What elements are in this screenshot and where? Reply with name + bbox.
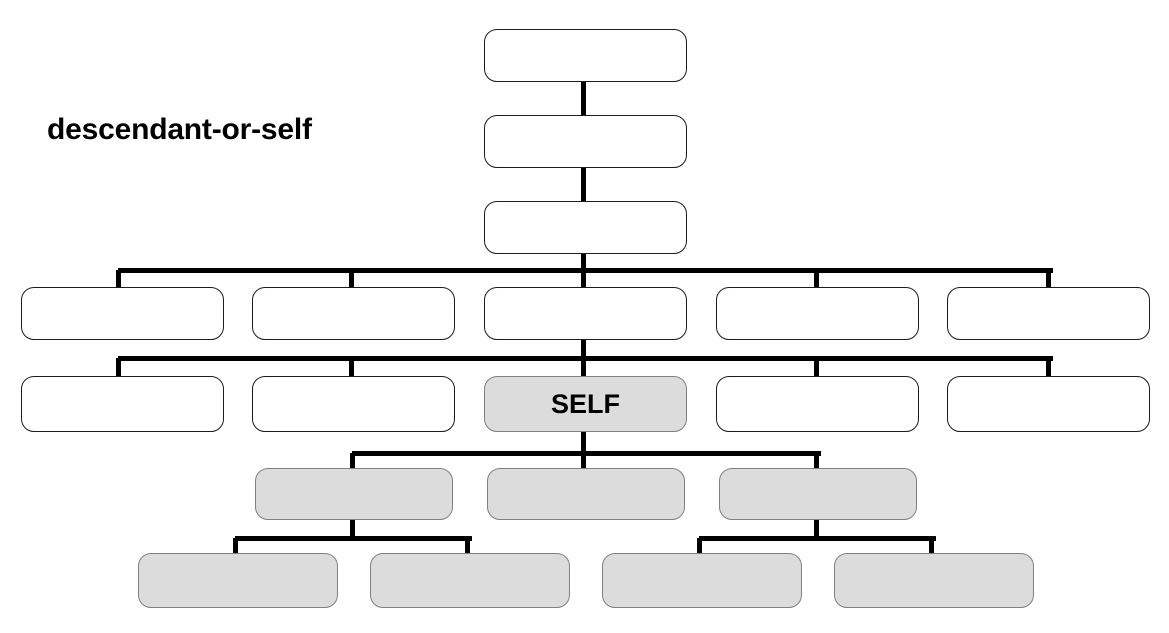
axis-caption: descendant-or-self — [47, 113, 312, 146]
connector-vertical — [116, 270, 121, 289]
connector-vertical — [581, 453, 586, 470]
connector-vertical — [697, 538, 702, 555]
tree-node[interactable] — [252, 376, 455, 432]
connector-vertical — [814, 520, 819, 540]
connector-vertical — [581, 81, 586, 117]
tree-node[interactable] — [716, 287, 919, 340]
tree-node[interactable] — [602, 553, 802, 608]
tree-node[interactable] — [716, 376, 919, 432]
connector-vertical — [581, 358, 586, 378]
connector-vertical — [116, 358, 121, 378]
tree-node[interactable] — [252, 287, 455, 340]
connector-vertical — [233, 538, 238, 555]
connector-vertical — [581, 270, 586, 289]
connector-vertical — [350, 520, 355, 540]
connector-horizontal — [352, 451, 821, 456]
tree-node-label: SELF — [550, 388, 620, 419]
tree-node[interactable] — [719, 468, 917, 520]
connector-vertical — [581, 340, 586, 362]
tree-node[interactable] — [370, 553, 570, 608]
connector-horizontal — [699, 536, 936, 541]
tree-node[interactable] — [484, 115, 687, 168]
connector-vertical — [814, 358, 819, 378]
tree-node[interactable] — [138, 553, 338, 608]
connector-vertical — [350, 453, 355, 470]
connector-vertical — [465, 538, 470, 555]
connector-vertical — [1046, 270, 1051, 289]
tree-node[interactable] — [255, 468, 453, 520]
connector-vertical — [349, 270, 354, 289]
connector-vertical — [814, 453, 819, 470]
tree-node[interactable] — [484, 201, 687, 254]
connector-vertical — [1046, 358, 1051, 378]
tree-node[interactable] — [487, 468, 685, 520]
connector-horizontal — [235, 536, 472, 541]
tree-node[interactable] — [834, 553, 1034, 608]
connector-vertical — [581, 432, 586, 457]
tree-node[interactable] — [947, 376, 1150, 432]
tree-node[interactable] — [21, 287, 224, 340]
connector-vertical — [581, 167, 586, 203]
connector-vertical — [814, 270, 819, 289]
tree-node[interactable] — [484, 29, 687, 82]
tree-node[interactable] — [484, 287, 687, 340]
tree-node[interactable] — [947, 287, 1150, 340]
tree-node-self[interactable]: SELF — [484, 376, 687, 432]
tree-node[interactable] — [21, 376, 224, 432]
connector-vertical — [349, 358, 354, 378]
connector-vertical — [929, 538, 934, 555]
